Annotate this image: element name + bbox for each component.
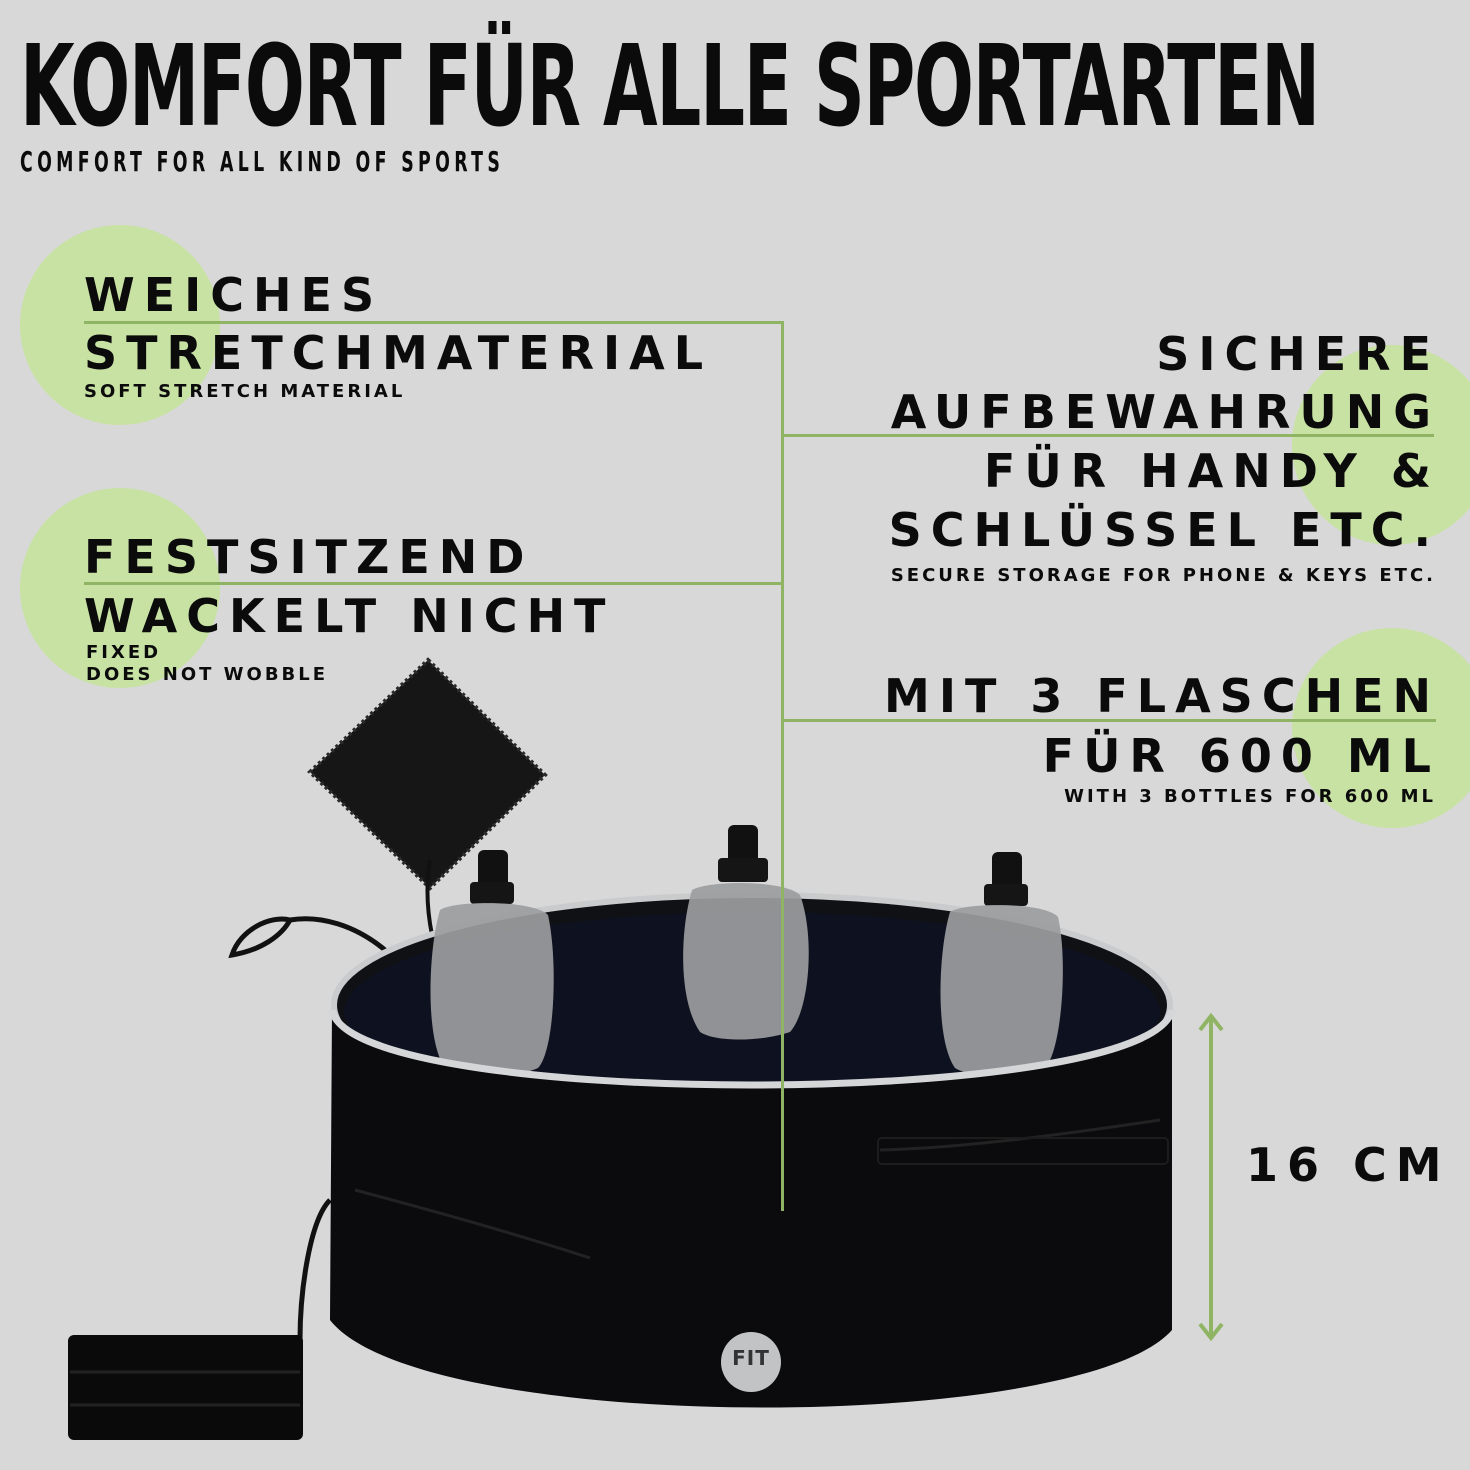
bottles-callout-line — [784, 719, 1436, 722]
bottle-middle — [683, 825, 809, 1040]
bottles-heading-2: FÜR 600 ML — [1042, 729, 1440, 783]
height-arrow — [1198, 1012, 1224, 1342]
cloth-pouch — [307, 657, 548, 891]
fixed-subtext-2: DOES NOT WOBBLE — [86, 664, 329, 685]
storage-blob — [1292, 345, 1470, 545]
bottle-right — [940, 852, 1063, 1076]
storage-heading-4: SCHLÜSSEL ETC. — [888, 503, 1440, 557]
bottles-heading-1: MIT 3 FLASCHEN — [884, 669, 1440, 723]
height-label: 16 CM — [1246, 1138, 1451, 1192]
storage-callout-line — [784, 434, 1434, 437]
fixed-heading-1: FESTSITZEND — [84, 530, 534, 584]
stretch-callout-line — [84, 321, 784, 324]
storage-subtext: SECURE STORAGE FOR PHONE & KEYS ETC. — [890, 565, 1436, 586]
stretch-blob — [20, 225, 220, 425]
page-subtitle: COMFORT FOR ALL KIND OF SPORTS — [20, 145, 505, 178]
fixed-heading-2: WACKELT NICHT — [84, 589, 615, 643]
storage-heading-1: SICHERE — [1156, 327, 1440, 381]
stretch-heading-2: STRETCHMATERIAL — [84, 326, 713, 380]
stretch-subtext: SOFT STRETCH MATERIAL — [84, 381, 406, 402]
fixed-subtext-1: FIXED — [86, 642, 162, 663]
stretch-heading-1: WEICHES — [84, 268, 384, 322]
fixed-callout-line — [84, 582, 784, 585]
storage-heading-3: FÜR HANDY & — [983, 444, 1440, 498]
storage-heading-2: AUFBEWAHRUNG — [890, 385, 1440, 439]
bottles-blob — [1292, 628, 1470, 828]
bottles-subtext: WITH 3 BOTTLES FOR 600 ML — [1064, 786, 1436, 807]
bottle-left — [430, 850, 554, 1077]
brand-logo: FIT — [732, 1346, 770, 1370]
fixed-blob — [20, 488, 220, 688]
vertical-callout-line — [781, 321, 784, 1211]
